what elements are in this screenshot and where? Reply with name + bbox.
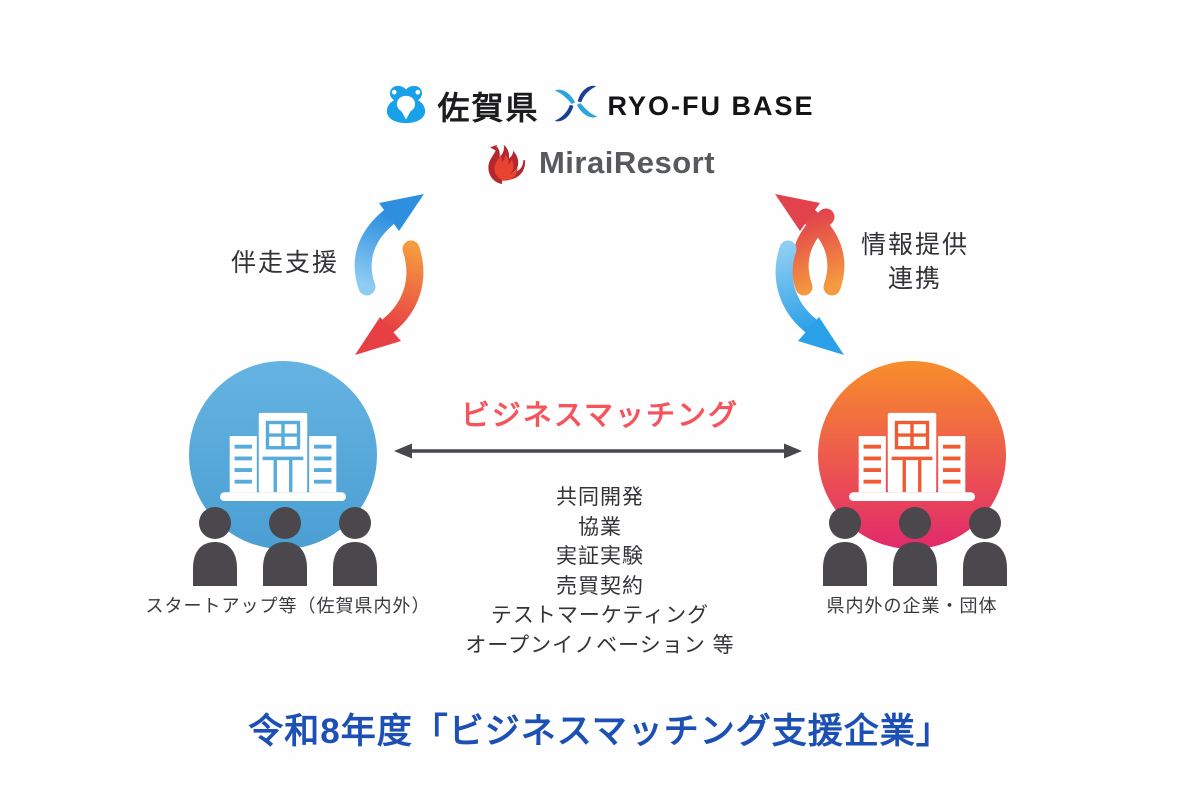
info-provision-line1: 情報提供 xyxy=(860,231,969,259)
mirai-logo-text: MiraiResort xyxy=(538,145,716,180)
logo-row-mirai: MiraiResort xyxy=(0,134,1200,192)
page-title: 令和8年度「ビジネスマッチング支援企業」 xyxy=(248,712,952,751)
logo-row-top: 佐賀県 RYO-FU BASE xyxy=(0,82,1200,130)
list-item: オープンイノベーション 等 xyxy=(465,633,735,657)
person-icon xyxy=(886,506,944,591)
person-icon xyxy=(326,506,384,591)
person-icon xyxy=(256,506,314,591)
saga-logo-text: 佐賀県 xyxy=(437,90,540,126)
building-icon xyxy=(849,407,975,507)
ryofu-logo-text: RYO-FU BASE xyxy=(607,90,815,121)
company-label: 県内外の企業・団体 xyxy=(826,596,998,616)
accompaniment-support-label: 伴走支援 xyxy=(230,249,339,277)
list-item: テストマーケティング xyxy=(490,604,710,627)
double-headed-arrow-icon xyxy=(394,443,802,459)
matching-examples-list: 共同開発 協業 実証実験 売買契約 テストマーケティング オープンイノベーション… xyxy=(400,483,800,660)
startup-label: スタートアップ等（佐賀県内外） xyxy=(145,596,431,616)
left-exchange-arrows-icon xyxy=(354,194,424,355)
person-icon xyxy=(816,506,874,591)
building-icon xyxy=(220,407,346,507)
company-people-group xyxy=(816,506,1014,591)
info-provision-label: 情報提供 連携 xyxy=(850,228,980,296)
list-item: 共同開発 xyxy=(556,486,644,509)
ryofu-pinwheel-icon xyxy=(554,83,598,130)
saga-emblem-icon xyxy=(385,84,427,129)
startup-people-group xyxy=(186,506,384,591)
list-item: 実証実験 xyxy=(556,545,644,568)
mirai-phoenix-icon xyxy=(485,135,531,192)
saga-logo: 佐賀県 xyxy=(385,83,539,129)
info-provision-line2: 連携 xyxy=(887,265,942,293)
ryofu-logo: RYO-FU BASE xyxy=(554,83,815,130)
person-icon xyxy=(186,506,244,591)
business-matching-title: ビジネスマッチング xyxy=(460,400,740,432)
person-icon xyxy=(956,506,1014,591)
list-item: 売買契約 xyxy=(556,574,644,598)
list-item: 協業 xyxy=(578,515,622,539)
right-exchange-arrows-icon xyxy=(775,194,845,355)
